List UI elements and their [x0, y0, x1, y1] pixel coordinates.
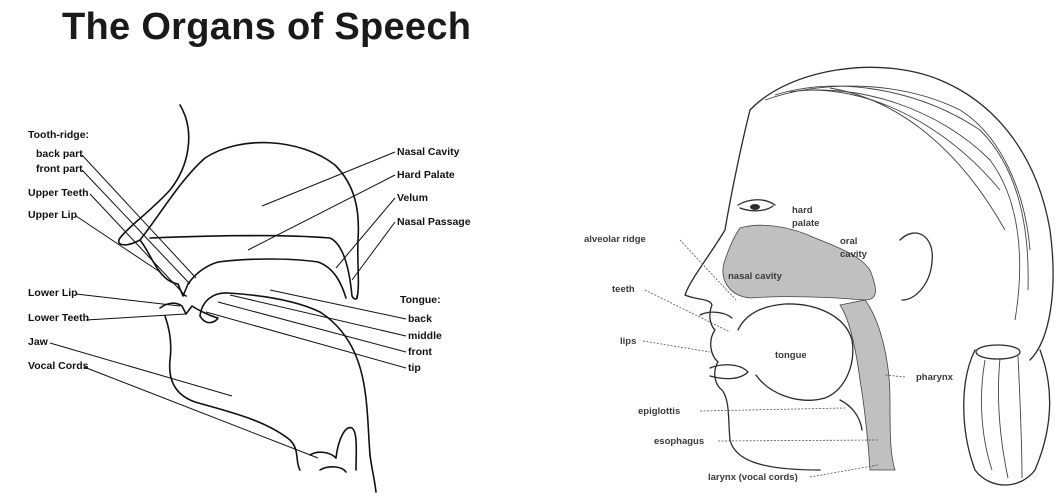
hair-tie	[976, 345, 1020, 359]
head-profile-illustration: hard palate oral cavity alveolar ridge n…	[560, 0, 1059, 496]
label-tongue: tongue	[775, 350, 807, 361]
label-back-part: back part	[36, 148, 83, 160]
label-larynx: larynx (vocal cords)	[708, 472, 798, 483]
label-cavity: cavity	[840, 249, 868, 260]
label-hard: hard	[792, 205, 813, 216]
label-upper-lip: Upper Lip	[28, 209, 77, 221]
label-nasal-cavity: nasal cavity	[728, 271, 783, 282]
label-tooth-ridge: Tooth-ridge:	[28, 129, 89, 141]
vocal-tract-outline-diagram: Tooth-ridge: back part front part Upper …	[0, 0, 480, 496]
right-panel: hard palate oral cavity alveolar ridge n…	[560, 0, 1059, 496]
label-pharynx: pharynx	[916, 372, 954, 383]
larynx-outline	[310, 428, 356, 472]
pharynx-outline	[370, 455, 376, 492]
eye-pupil	[750, 204, 760, 210]
pharynx-shading	[840, 300, 895, 470]
chin-jaw-outline	[165, 316, 300, 470]
ear-outline	[900, 233, 932, 300]
label-tongue-tip: tip	[408, 362, 421, 374]
label-alveolar-ridge: alveolar ridge	[584, 234, 646, 245]
label-oral: oral	[840, 236, 857, 247]
upper-lip	[700, 312, 732, 318]
label-lower-lip: Lower Lip	[28, 287, 78, 299]
label-esophagus: esophagus	[654, 436, 704, 447]
label-teeth: teeth	[612, 284, 635, 295]
label-tongue: Tongue:	[400, 294, 441, 306]
nasal-cavity-outline	[140, 143, 358, 298]
ponytail-strands	[981, 356, 1022, 478]
label-tongue-back: back	[408, 313, 432, 325]
label-nasal-cavity: Nasal Cavity	[397, 146, 460, 158]
label-palate: palate	[792, 218, 819, 229]
label-epiglottis: epiglottis	[638, 406, 680, 417]
left-panel: The Organs of Speech Tooth-ridge: back p…	[0, 0, 480, 496]
label-velum: Velum	[397, 192, 428, 204]
label-lower-teeth: Lower Teeth	[28, 312, 89, 324]
face-profile-outline	[119, 105, 189, 245]
label-tongue-middle: middle	[408, 330, 442, 342]
ponytail-outline	[964, 350, 1050, 485]
upper-teeth-outline	[178, 262, 218, 296]
label-front-part: front part	[36, 163, 83, 175]
label-upper-teeth: Upper Teeth	[28, 187, 88, 199]
label-nasal-passage: Nasal Passage	[397, 216, 471, 228]
label-jaw: Jaw	[28, 336, 49, 348]
epiglottis-shape	[840, 400, 862, 430]
label-hard-palate: Hard Palate	[397, 169, 455, 181]
label-tongue-front: front	[408, 346, 432, 358]
label-lips: lips	[620, 336, 636, 347]
label-vocal-cords: Vocal Cords	[28, 360, 89, 372]
